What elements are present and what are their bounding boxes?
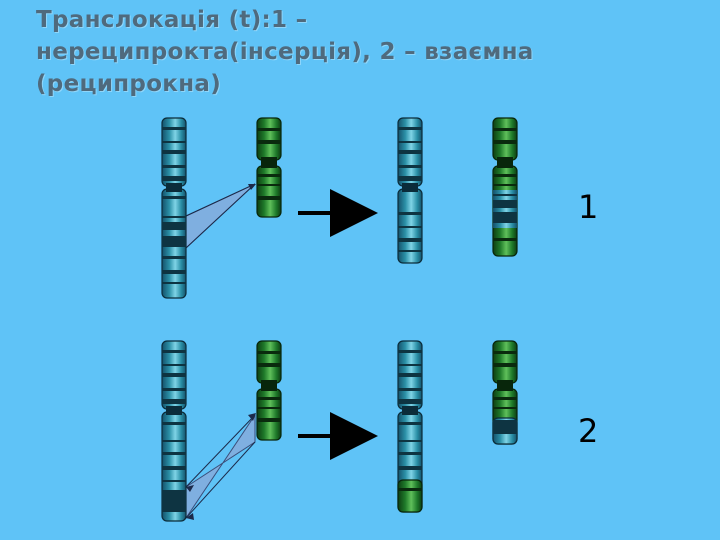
chromosome-blue-original-2 bbox=[161, 340, 187, 522]
chromosome-blue-result-2 bbox=[397, 340, 423, 513]
translocation-wedge-icon bbox=[185, 183, 256, 250]
chromosome-blue-result-1 bbox=[397, 117, 423, 264]
row-label-2: 2 bbox=[578, 412, 598, 450]
title-line-1: Транслокація (t):1 – bbox=[36, 7, 308, 33]
chromosome-green-original-1 bbox=[256, 117, 282, 218]
slide-title: Транслокація (t):1 – нереципрокта(інсерц… bbox=[36, 4, 696, 100]
title-line-3: (реципрокна) bbox=[36, 71, 222, 97]
chromosome-green-original-2 bbox=[256, 340, 282, 441]
chromosome-green-result-1 bbox=[492, 117, 518, 257]
title-line-2: нереципрокта(інсерція), 2 – взаємна bbox=[36, 39, 534, 65]
translocation-wedge-icon bbox=[185, 413, 256, 520]
chromosome-green-result-2 bbox=[492, 340, 518, 445]
chromosome-blue-original-1 bbox=[161, 117, 187, 299]
row-label-1: 1 bbox=[578, 188, 598, 226]
